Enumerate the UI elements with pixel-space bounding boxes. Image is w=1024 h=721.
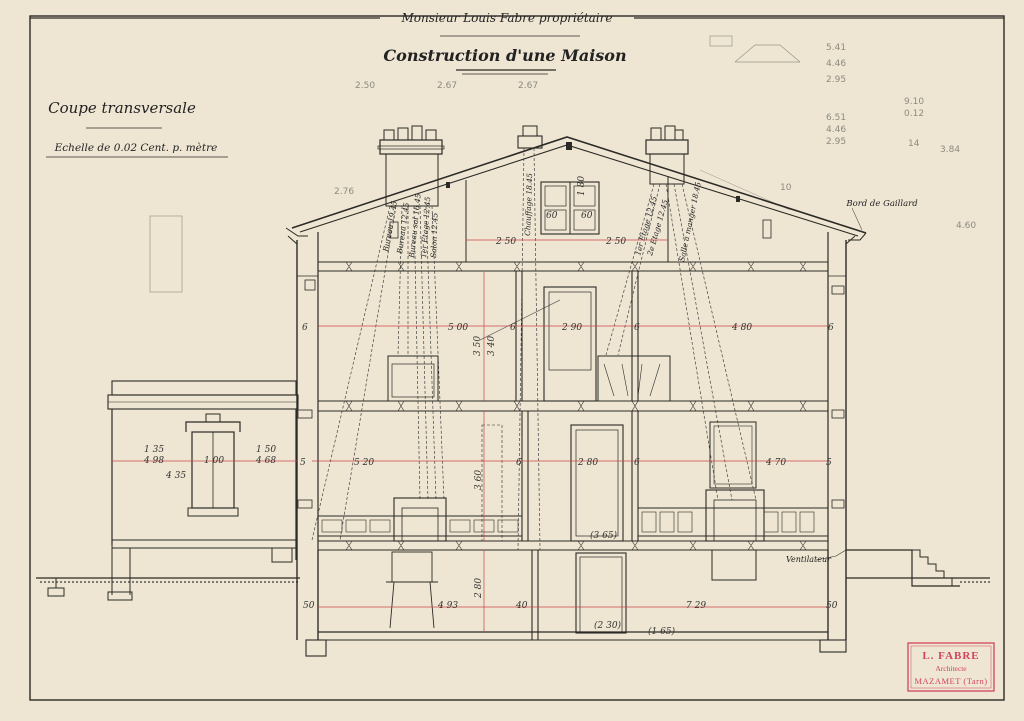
dimension-label: 6 (828, 323, 834, 333)
dimension-label: 40 (515, 601, 528, 611)
annex-building (47, 380, 299, 601)
pencil-note: 2.95 (826, 137, 846, 147)
pencil-note: 10 (780, 183, 792, 193)
stamp-city: MAZAMET (Tarn) (914, 676, 987, 686)
scale-label: Echelle de 0.02 Cent. p. mètre (54, 142, 218, 154)
dimension-label: 6 (510, 323, 516, 333)
dimension-label: 60 (546, 211, 558, 221)
pencil-notes: 2.50 2.67 2.67 2.76 5.41 4.46 2.95 6.51 … (334, 43, 976, 231)
dimension-label: 2 80 (474, 578, 484, 599)
dimension-lines (112, 239, 828, 632)
roof (285, 136, 867, 262)
flue-label: Salon 12.45 (429, 212, 440, 258)
pencil-note: 0.12 (904, 109, 924, 119)
main-building (287, 235, 856, 657)
pencil-note: 6.51 (826, 113, 846, 123)
dimension-label: 1 50 (256, 445, 276, 455)
upper-door (543, 286, 597, 402)
wainscot-right (637, 507, 829, 537)
dimension-labels: 2 50 2 50 60 60 1 80 6 5 00 6 2 90 6 4 8… (143, 176, 838, 637)
pencil-note: 3.84 (940, 145, 960, 155)
dimension-label: 2 90 (561, 323, 582, 333)
chimney-right (645, 125, 689, 185)
dimension-label: 6 (302, 323, 308, 333)
pencil-note: 2.50 (355, 81, 375, 91)
dimension-label: 1 80 (577, 176, 587, 196)
pencil-note: 5.41 (826, 43, 846, 53)
pencil-note: 2.76 (334, 187, 354, 197)
dimension-label: 4 98 (143, 456, 164, 466)
ventilator-label: Ventilateur (786, 555, 832, 564)
pencil-note: 4.46 (826, 125, 846, 135)
attic-window (540, 181, 600, 235)
gutter-leader (851, 207, 863, 231)
dimension-label: 4 93 (437, 601, 458, 611)
pencil-note: 14 (908, 139, 920, 149)
flue-label: 1er Etage 12.45 (419, 196, 432, 258)
pencil-note: 2.95 (826, 75, 846, 85)
fireplace-ground-right (705, 489, 765, 542)
dimension-label: 4 68 (255, 456, 276, 466)
dimension-label: 2 80 (577, 458, 598, 468)
owner-line: Monsieur Louis Fabre propriétaire (400, 11, 612, 25)
dimension-label: 3 60 (474, 470, 484, 490)
dimension-label: (2 30) (594, 620, 622, 631)
pencil-note: 4.60 (956, 221, 976, 231)
flues (311, 147, 757, 551)
upper-fireplace-right (597, 355, 671, 402)
dimension-label: 1 35 (144, 445, 164, 455)
dimension-label: 5 (300, 458, 306, 468)
annex-window (185, 413, 241, 517)
chimney-center (517, 125, 543, 149)
ground-door (570, 424, 624, 542)
drawing-title: Construction d'une Maison (383, 46, 626, 65)
pencil-note: 2.67 (437, 81, 457, 91)
dimension-label: 5 20 (354, 458, 374, 468)
flue-label: Chauffage 18.45 (523, 173, 534, 236)
ventilator-leader (815, 549, 847, 561)
dimension-label: 4 80 (731, 323, 752, 333)
dimension-label: 7 29 (686, 601, 706, 611)
exterior-steps (846, 549, 960, 587)
dimension-label: 50 (303, 601, 315, 611)
dimension-label: 1 00 (204, 456, 224, 466)
dimension-label: 4 35 (165, 471, 186, 481)
dimension-label: (3 65) (590, 530, 618, 541)
dimension-label: 2 50 (495, 237, 516, 247)
basement-vent (711, 549, 757, 581)
dimension-label: 6 (634, 458, 640, 468)
dimension-label: 5 00 (448, 323, 468, 333)
chimney-left (377, 125, 445, 207)
stamp-role: Architecte (935, 664, 967, 673)
dimension-label: 5 (826, 458, 832, 468)
sheet-border (29, 15, 1005, 701)
dimension-label: 60 (581, 211, 593, 221)
architect-stamp: L. FABRE Architecte MAZAMET (Tarn) (907, 642, 995, 692)
pencil-note: 2.67 (518, 81, 538, 91)
pencil-note: 9.10 (904, 97, 924, 107)
dimension-label: (1 65) (648, 626, 676, 637)
fireplace-ground-left (393, 497, 447, 542)
pencil-note: 4.46 (826, 59, 846, 69)
stamp-name: L. FABRE (922, 650, 979, 662)
dimension-label: 3 50 (473, 336, 483, 356)
dimension-label: 6 (634, 323, 640, 333)
gutter-label: Bord de Gaillard (845, 199, 918, 209)
dimension-label: 2 50 (605, 237, 626, 247)
dimension-label: 6 (516, 458, 522, 468)
dimension-label: 50 (826, 601, 838, 611)
section-subtitle: Coupe transversale (48, 99, 196, 117)
dimension-label: 3 40 (487, 336, 497, 356)
dimension-label: 4 70 (765, 458, 786, 468)
pencil-sketch (149, 35, 801, 293)
ground-window-right (709, 421, 757, 489)
upper-fireplace-left (387, 355, 439, 402)
